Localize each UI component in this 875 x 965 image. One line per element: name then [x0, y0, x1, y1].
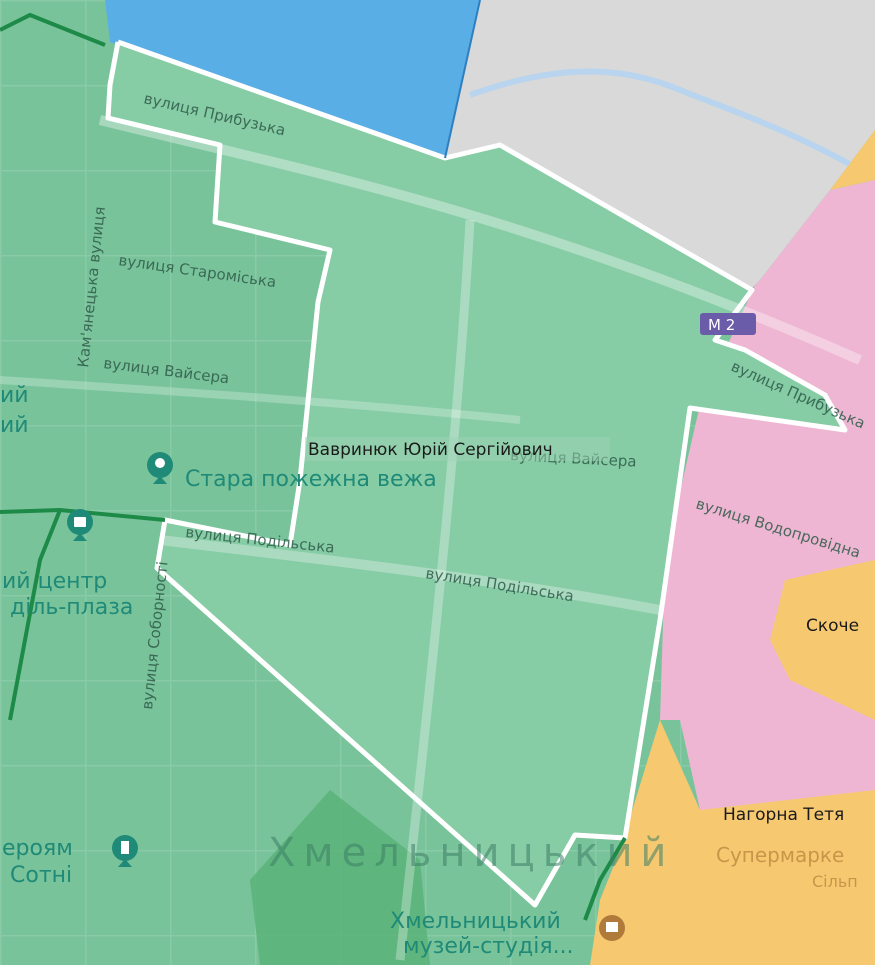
district-yellow-bottom[interactable] [590, 720, 875, 965]
poi-supermarket[interactable]: Супермарке [716, 843, 844, 867]
edge-label-left-1: ий [0, 383, 29, 408]
district-boundary-green-bottom [583, 836, 627, 921]
district-boundary-green-left [0, 12, 106, 47]
road-main-diagonal [98, 115, 863, 365]
metro-badge-icon[interactable]: M 2 [700, 313, 756, 335]
metro-badge-text: M 2 [708, 316, 735, 334]
road-vertical [395, 219, 475, 961]
poi-silpo[interactable]: Сільп [812, 872, 858, 891]
edge-label-left-2: ий [0, 413, 29, 438]
city-label: Хмельницький [268, 830, 674, 876]
poi-old-fire-tower[interactable]: Стара пожежна вежа [185, 467, 437, 492]
district-selected[interactable] [108, 42, 845, 905]
poi-mall-line1[interactable]: ий центр [2, 569, 107, 594]
district-boundary-green-vertical [8, 509, 62, 721]
monument-icon[interactable] [112, 835, 138, 867]
shopping-bag-icon[interactable] [67, 509, 93, 541]
district-blue[interactable] [30, 0, 480, 158]
edge-name-1-backdrop [804, 613, 875, 635]
park-area [250, 790, 430, 965]
edge-label-right-name-2[interactable]: Нагорна Тетя [723, 805, 844, 825]
district-yellow-right[interactable] [770, 560, 875, 720]
pin-icon[interactable] [147, 452, 173, 484]
road-podilska [159, 535, 661, 615]
district-yellow-top[interactable] [830, 130, 875, 190]
museum-icon[interactable] [599, 915, 625, 941]
poi-museum-line2[interactable]: музей-студія... [403, 934, 574, 959]
district-selected-label[interactable]: Вавринюк Юрій Сергійович [308, 440, 553, 460]
poi-heroes-line1[interactable]: ероям [2, 836, 73, 861]
river [468, 68, 862, 173]
edge-label-right-name-1[interactable]: Скоче [806, 616, 859, 636]
district-label-backdrop [305, 437, 610, 461]
district-boundary-blue-edge [444, 0, 481, 159]
poi-mall-line2[interactable]: діль-плаза [10, 595, 133, 620]
poi-museum-line1[interactable]: Хмельницький [390, 909, 561, 934]
road-west [0, 376, 521, 424]
poi-heroes-line2[interactable]: Сотні [10, 863, 72, 888]
